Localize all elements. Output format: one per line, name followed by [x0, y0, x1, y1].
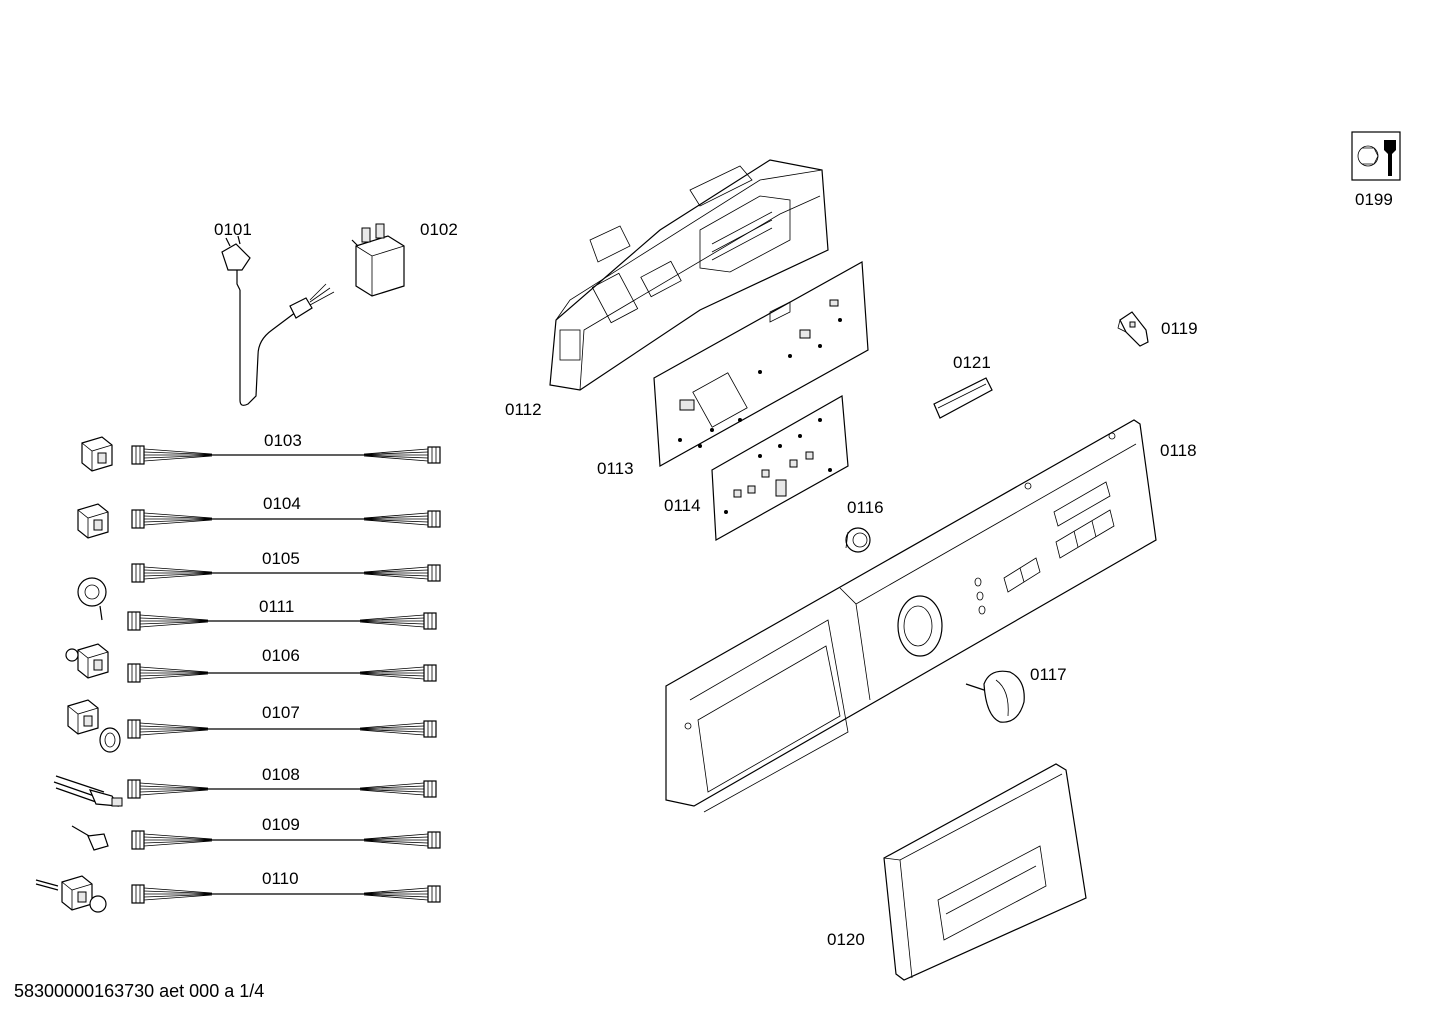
callout-0104: 0104: [263, 494, 301, 513]
control-panel-fascia-icon: [665, 419, 1157, 813]
callout-0118: 0118: [1160, 441, 1197, 460]
callout-0103: 0103: [264, 431, 302, 450]
interference-filter-icon: [351, 223, 405, 297]
harness-0109: [71, 825, 441, 851]
knob-ring-icon: [845, 527, 871, 553]
callout-0108: 0108: [262, 765, 300, 784]
callout-0199: 0199: [1355, 190, 1393, 209]
control-module-housing-icon: [549, 159, 829, 391]
callout-0119: 0119: [1161, 319, 1198, 338]
harness-0105: [77, 563, 441, 621]
callout-0116: 0116: [847, 498, 884, 517]
callout-0121: 0121: [953, 353, 991, 372]
harness-0103: [81, 436, 441, 472]
bracket-icon: [1117, 311, 1149, 347]
callout-0112: 0112: [505, 400, 542, 419]
callout-0110: 0110: [262, 869, 299, 888]
power-cord-icon: [221, 235, 335, 406]
callout-0102: 0102: [420, 220, 458, 239]
harness-0106: [65, 643, 437, 683]
drawer-handle-icon: [883, 763, 1087, 981]
callout-0120: 0120: [827, 930, 865, 949]
callout-0111: 0111: [259, 597, 295, 616]
callout-0101: 0101: [214, 220, 252, 239]
harness-0107: [67, 699, 437, 753]
harness-0108: [53, 775, 437, 807]
harness-0104: [77, 503, 441, 539]
circuit-board-icon: [653, 261, 869, 467]
document-footer-id: 58300000163730 aet 000 a 1/4: [14, 981, 265, 1001]
button-strip-icon: [933, 377, 993, 419]
selector-knob-icon: [965, 670, 1025, 723]
callout-0114: 0114: [664, 496, 701, 515]
circuit-board-icon: [711, 395, 849, 541]
callout-0106: 0106: [262, 646, 300, 665]
harness-0110: [35, 875, 441, 913]
callout-0105: 0105: [262, 549, 300, 568]
callout-0109: 0109: [262, 815, 300, 834]
callout-0113: 0113: [597, 459, 634, 478]
callout-0107: 0107: [262, 703, 300, 722]
service-wrench-icon: [1351, 131, 1401, 181]
callout-0117: 0117: [1030, 665, 1067, 684]
